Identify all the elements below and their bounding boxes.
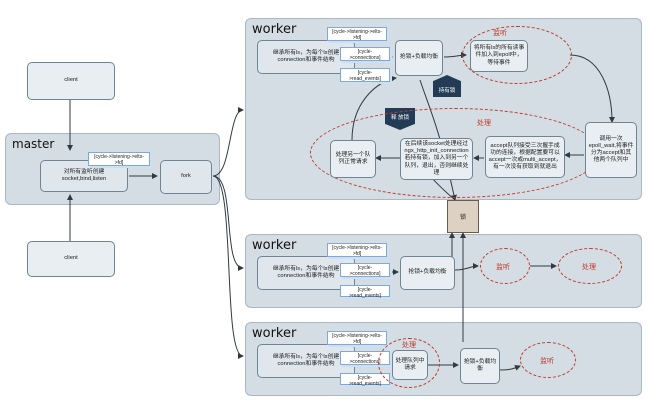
w3-listening-note-text: [cycle->listening->elts->fd] (332, 333, 382, 345)
client-bottom-node: client (27, 241, 115, 277)
w1-read-events-note: [cycle->read_events] (340, 68, 390, 82)
w1-read-events-note-text: [cycle->read_events] (349, 70, 381, 82)
w1-lock-balance-label: 抢锁+负载均衡 (399, 54, 439, 61)
w3-process-ellipse (378, 338, 440, 388)
w1-accept-queue-node: accept队列接受三次握手成功的连接，根据配置要可以accept一次或mult… (485, 136, 565, 178)
w1-release-detail-node: 在后续该socket处理经过ngx_http_init_connection若持… (400, 138, 473, 180)
w1-inherit-label: 继承所有ls，为每个ls创建connection和事件结构 (272, 49, 340, 63)
fork-label: fork (181, 173, 191, 180)
w1-connections-note: [cycle->connections] (340, 47, 390, 61)
w3-connections-note-text: [cycle->connections] (349, 353, 381, 365)
w3-connections-note: [cycle->connections] (340, 351, 390, 365)
w1-listen-label: 监听 (493, 30, 507, 37)
master-title: master (12, 137, 55, 151)
w2-process-ellipse (558, 248, 622, 284)
w3-lock-balance-node: 抢锁+负载均衡 (460, 348, 500, 384)
w1-inherit-node: 继承所有ls，为每个ls创建connection和事件结构 (257, 40, 355, 74)
client-top-label: client (64, 77, 78, 84)
w2-lock-balance-node: 抢锁+负载均衡 (400, 256, 455, 290)
w2-process-label: 处理 (582, 264, 596, 271)
w2-read-events-note: [cycle->read_events] (340, 285, 390, 299)
w2-read-events-note-text: [cycle->read_events] (349, 287, 381, 299)
w3-listen-label: 监听 (540, 358, 554, 365)
w1-lock-balance-node: 抢锁+负载均衡 (395, 40, 443, 76)
w1-listening-note-text: [cycle->listening->elts->fd] (332, 29, 382, 41)
w2-connections-note-text: [cycle->connections] (349, 265, 381, 277)
shared-lock-node: 锁 (447, 200, 479, 233)
w1-add-epoll-node: 将所有ls的所有读事件加入到epoll中，等待事件 (470, 40, 528, 72)
w3-handle-queue-label: 处理队列中请求 (395, 357, 425, 371)
w3-inherit-node: 继承所有ls，为每个ls创建connection和事件结构 (257, 344, 355, 378)
client-top-node: client (27, 62, 115, 100)
w1-accept-queue-label: accept队列接受三次握手成功的连接，根据配置要可以accept一次或mult… (488, 142, 562, 171)
w1-listening-note: [cycle->listening->elts->fd] (327, 27, 387, 41)
w2-listening-note: [cycle->listening->elts->fd] (327, 243, 387, 257)
w1-listen-ellipse (462, 26, 572, 84)
w2-listen-ellipse (480, 248, 530, 284)
worker1-title: worker (252, 22, 297, 37)
w3-read-events-note: [cycle->read_events] (340, 373, 390, 387)
w3-read-events-note-text: [cycle->read_events] (349, 375, 381, 387)
w2-connections-note: [cycle->connections] (340, 263, 390, 277)
w3-listening-note: [cycle->listening->elts->fd] (327, 331, 387, 345)
master-init-node: 对所有监听创建socket,bind,listen (40, 160, 128, 192)
worker2-title: worker (252, 238, 297, 253)
w2-inherit-label: 继承所有ls，为每个ls创建connection和事件结构 (272, 265, 340, 279)
worker3-title: worker (252, 326, 297, 341)
w1-handle-queue-node: 处理另一个队列正常请求 (330, 140, 376, 178)
master-listening-note: [cycle->listening->elts->fd] (88, 152, 150, 166)
w3-inherit-label: 继承所有ls，为每个ls创建connection和事件结构 (272, 353, 340, 367)
w1-hold-lock-text: 持有锁 (438, 88, 456, 94)
w1-connections-note-text: [cycle->connections] (349, 49, 381, 61)
w1-hold-lock-badge: 持有锁 (433, 75, 461, 97)
w3-process-label: 处理 (402, 342, 416, 349)
w2-listening-note-text: [cycle->listening->elts->fd] (332, 245, 382, 257)
w1-epoll-wait-node: 调用一次epoll_wait,将事件分为accept和其他两个队列中 (585, 122, 637, 178)
w1-release-detail-label: 在后续该socket处理经过ngx_http_init_connection若持… (404, 140, 469, 176)
w2-lock-balance-label: 抢锁+负载均衡 (408, 269, 447, 276)
w1-epoll-wait-label: 调用一次epoll_wait,将事件分为accept和其他两个队列中 (588, 135, 634, 164)
shared-lock-label: 锁 (459, 215, 466, 221)
w1-process-label: 处理 (477, 120, 491, 127)
w3-listen-ellipse (520, 342, 576, 378)
client-bottom-label: client (64, 255, 78, 262)
w3-lock-balance-label: 抢锁+负载均衡 (463, 358, 497, 372)
w3-handle-queue-node: 处理队列中请求 (392, 350, 428, 380)
w2-listen-label: 监听 (496, 264, 510, 271)
w1-add-epoll-label: 将所有ls的所有读事件加入到epoll中，等待事件 (473, 45, 525, 66)
master-init-label: 对所有监听创建socket,bind,listen (61, 168, 107, 182)
fork-node: fork (160, 160, 212, 194)
w1-handle-queue-label: 处理另一个队列正常请求 (335, 151, 371, 165)
master-listening-note-text: [cycle->listening->elts->fd] (94, 154, 144, 166)
